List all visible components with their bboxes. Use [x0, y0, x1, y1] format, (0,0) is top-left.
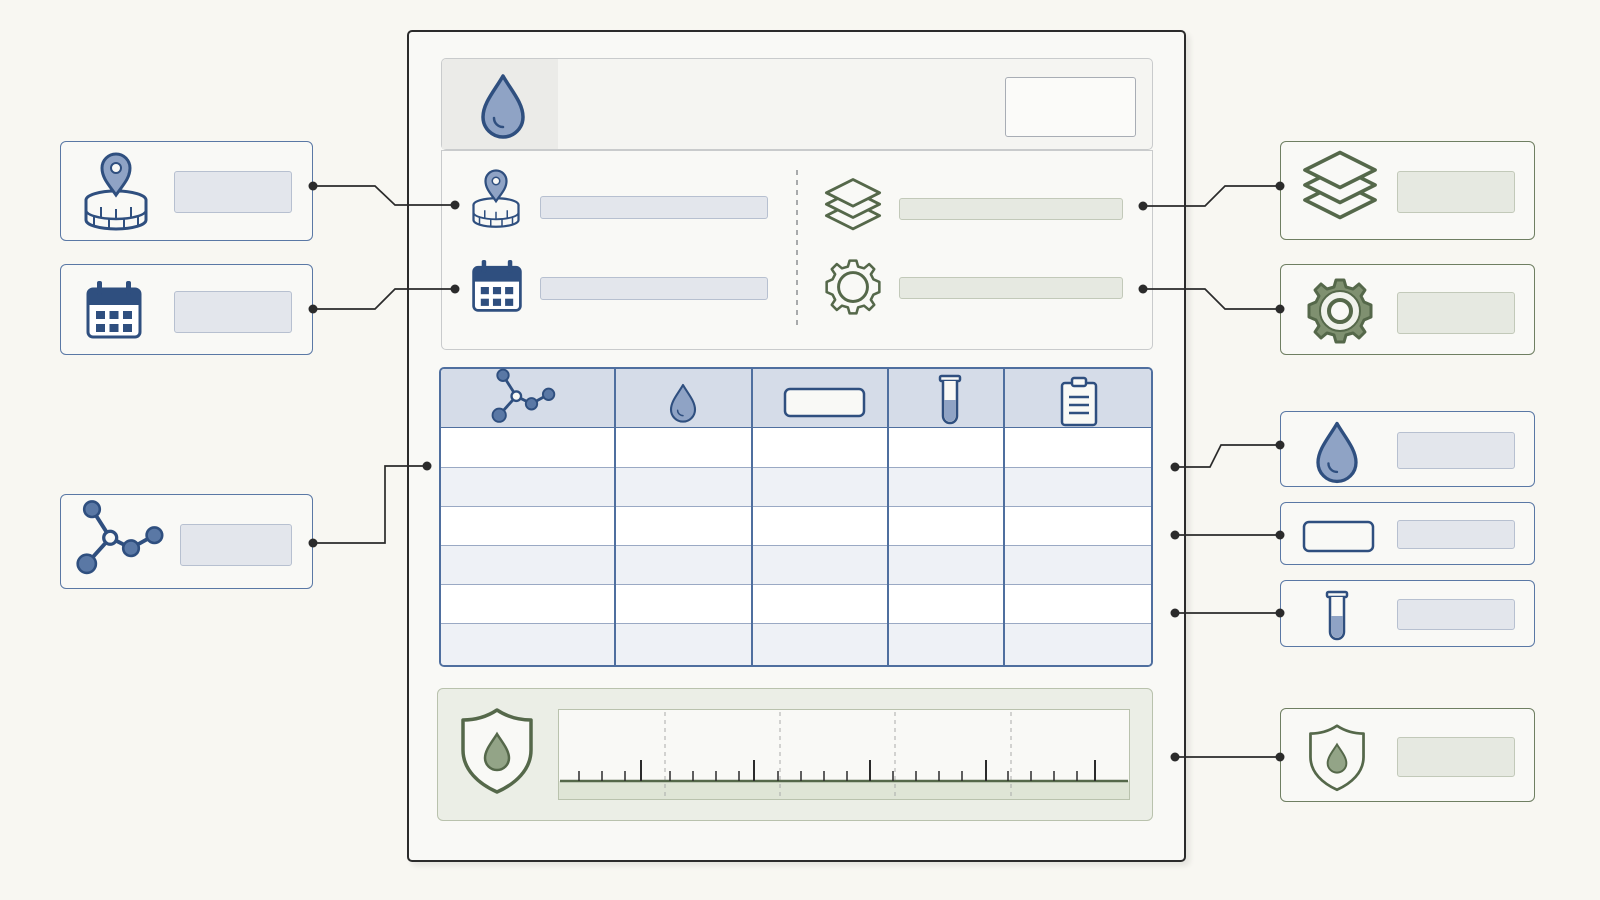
table-row	[441, 428, 1151, 468]
callout-calendar-placeholder	[174, 291, 292, 333]
scale-baseline-band	[559, 781, 1129, 799]
callout-test-tube-icon	[1325, 590, 1349, 641]
connector-endpoints	[308, 181, 1285, 762]
footer-shield-drop-icon	[461, 708, 533, 794]
callout-location-icon	[84, 152, 148, 231]
callout-test-tube-placeholder	[1397, 599, 1515, 630]
callout-water-drop-icon	[1316, 421, 1358, 484]
callout-layers-placeholder	[1397, 171, 1515, 213]
callout-water-drop-placeholder	[1397, 432, 1515, 469]
column-divider	[751, 369, 753, 665]
column-clipboard-icon	[1060, 376, 1098, 427]
callout-shield-drop-placeholder	[1397, 737, 1515, 777]
layers-field-placeholder	[899, 198, 1123, 220]
column-water-drop-icon	[669, 383, 697, 423]
settings-field-placeholder	[899, 277, 1123, 299]
scale-ruler	[560, 712, 1128, 800]
callout-molecule-icon	[75, 499, 165, 575]
column-molecule-icon	[491, 368, 556, 424]
column-divider	[614, 369, 616, 665]
location-field-placeholder	[540, 196, 768, 219]
callout-rounded-rectangle-placeholder	[1397, 520, 1515, 549]
column-divider	[887, 369, 889, 665]
header-badge-placeholder	[1005, 77, 1136, 137]
layers-icon	[824, 178, 882, 231]
callout-shield-drop-icon	[1309, 724, 1365, 792]
table-row	[441, 585, 1151, 624]
location-icon	[472, 169, 520, 228]
callout-gear-placeholder	[1397, 292, 1515, 334]
callout-calendar-icon	[86, 279, 142, 339]
connector-lines	[313, 185, 1280, 758]
calendar-icon	[472, 258, 522, 312]
table-row	[441, 507, 1151, 546]
callout-layers-icon	[1303, 150, 1377, 220]
date-field-placeholder	[540, 277, 768, 300]
callout-gear-icon	[1307, 278, 1373, 344]
column-rounded-rectangle-icon	[783, 387, 866, 418]
header-water-drop-icon	[481, 74, 525, 139]
settings-gear-icon	[825, 259, 881, 315]
callout-rounded-rectangle-icon	[1302, 520, 1375, 553]
callout-location-placeholder	[174, 171, 292, 213]
column-test-tube-icon	[938, 374, 962, 425]
table-row	[441, 624, 1151, 665]
callout-molecule-placeholder	[180, 524, 292, 566]
table-row	[441, 546, 1151, 585]
table-row	[441, 468, 1151, 507]
column-divider	[1003, 369, 1005, 665]
